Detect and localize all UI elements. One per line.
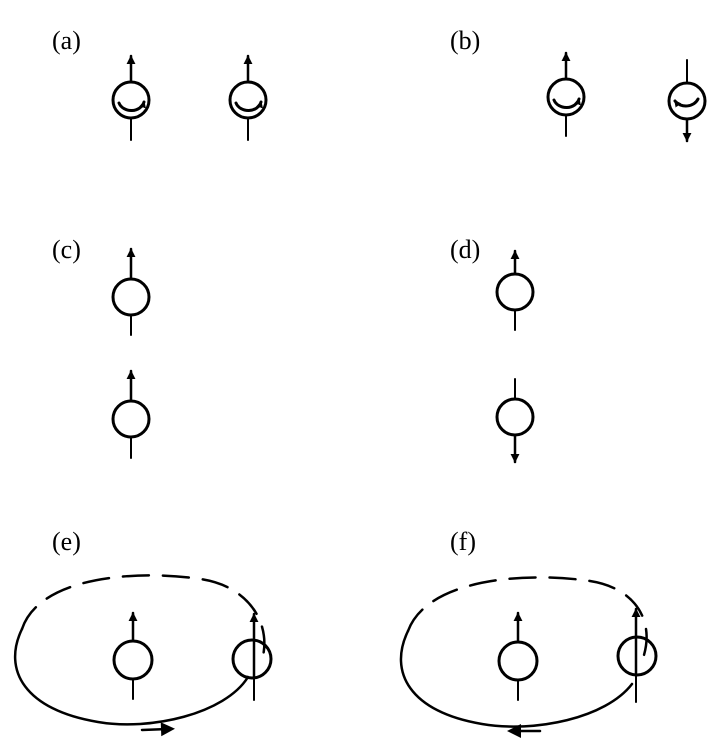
spin-up-rotating: [111, 54, 151, 141]
spin-up: [111, 369, 151, 459]
panel-a-spins: [111, 54, 268, 141]
spin-up: [495, 249, 535, 331]
panel-e-spins: [112, 611, 273, 701]
spin-up-rotating: [546, 51, 586, 137]
spin-up: [111, 247, 151, 336]
panel-e-orbit: [13, 574, 266, 737]
spin-up: [497, 611, 539, 701]
panel-b-spins: [546, 51, 707, 143]
panel-label-f: (f): [450, 527, 476, 556]
panel-f-spins: [497, 607, 658, 703]
spin-up: [616, 607, 658, 703]
panel-label-b: (b): [450, 26, 481, 55]
spin-down: [495, 378, 535, 464]
panel-label-c: (c): [52, 235, 81, 264]
panel-f-orbit: [399, 576, 648, 738]
spin-up-rotating: [228, 54, 268, 141]
panel-d-spins: [495, 249, 535, 464]
panel-label-a: (a): [52, 26, 81, 55]
panel-label-e: (e): [52, 527, 81, 556]
spin-up: [231, 612, 273, 701]
spin-up: [112, 611, 154, 700]
spin-down-rotating: [667, 59, 707, 143]
panel-c-spins: [111, 247, 151, 459]
panel-label-d: (d): [450, 235, 481, 264]
